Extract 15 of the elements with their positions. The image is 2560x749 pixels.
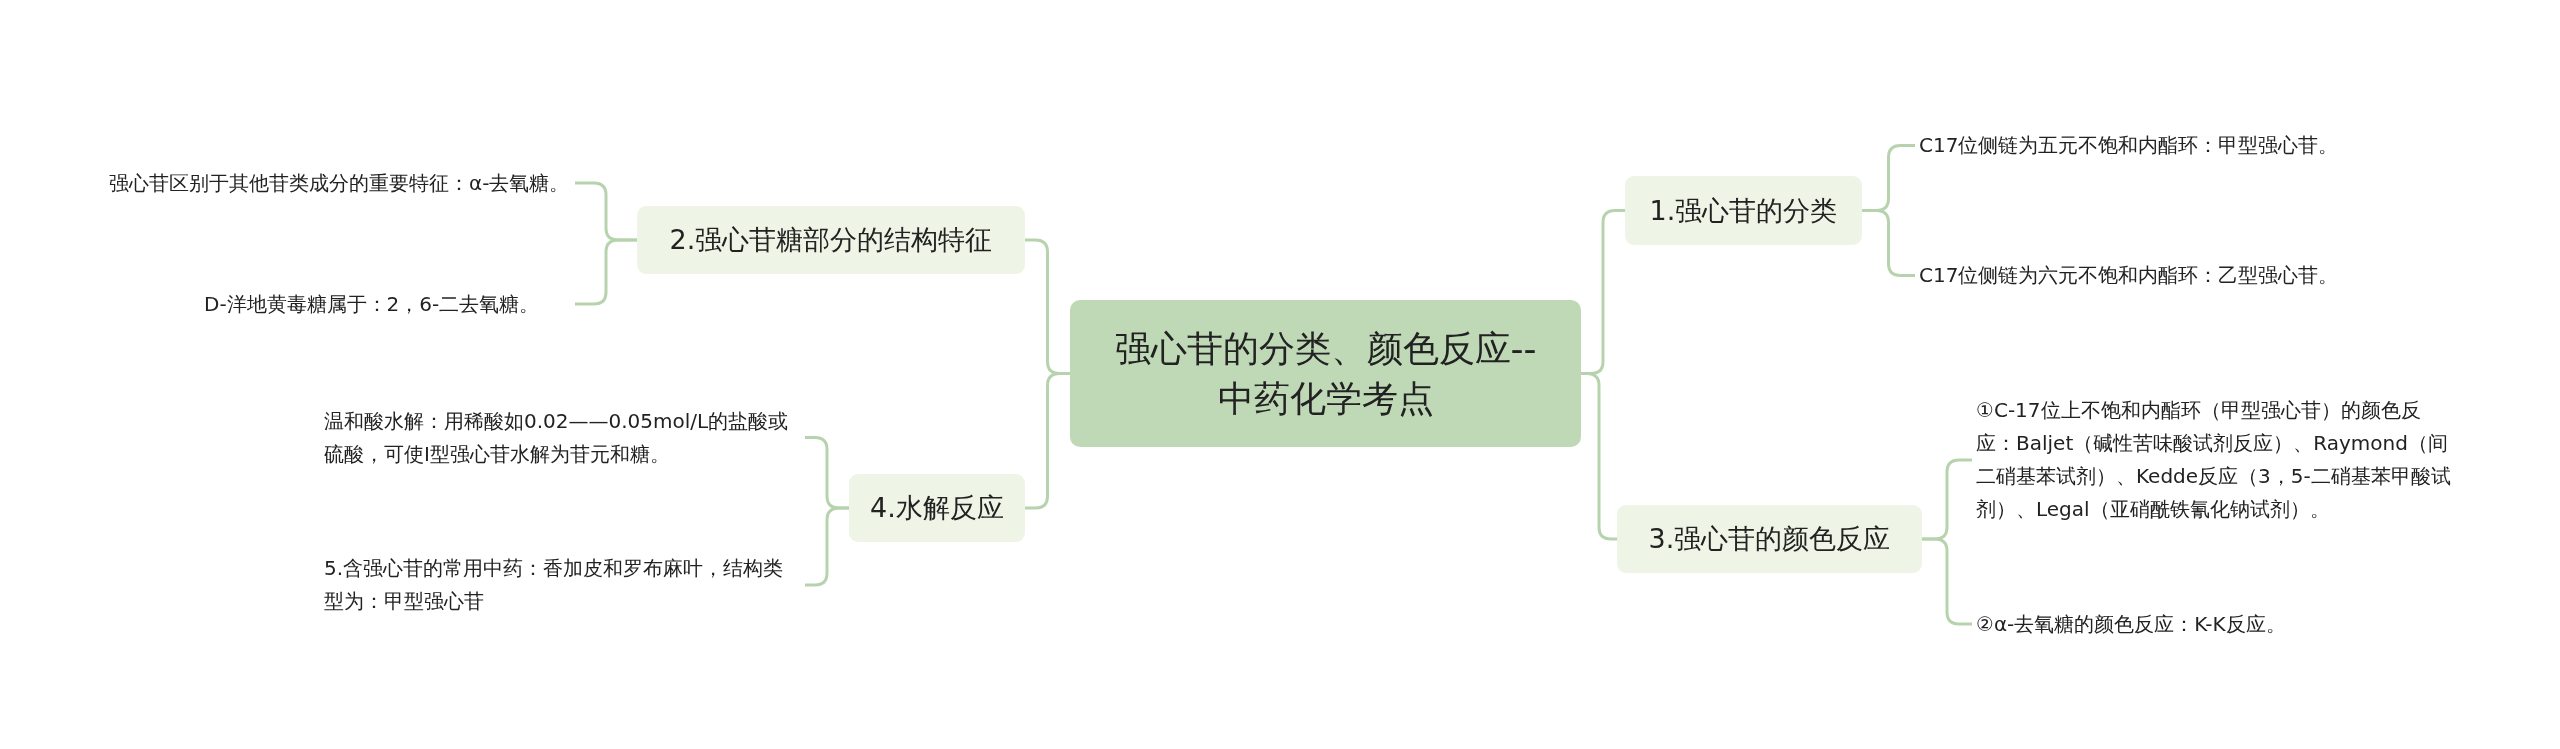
note-text: 温和酸水解：用稀酸如0.02——0.05mol/L的盐酸或硫酸，可使Ⅰ型强心苷水解为苷元和糖。 [324,407,790,468]
topic-box: 3.强心苷的颜色反应 [1617,505,1922,573]
central-topic-box: 强心苷的分类、颜色反应--中药化学考点 [1070,300,1581,447]
note-text: ②α-去氧糖的颜色反应：K-K反应。 [1976,610,2286,638]
connector-line [1025,372,1070,510]
topic-box: 1.强心苷的分类 [1625,176,1862,245]
topic-box: 2.强心苷糖部分的结构特征 [637,206,1025,274]
note-text: C17位侧链为六元不饱和内酯环：乙型强心苷。 [1919,262,2339,289]
note-text: 强心苷区别于其他苷类成分的重要特征：α-去氧糖。 [109,169,570,197]
note-text: ①C-17位上不饱和内酯环（甲型强心苷）的颜色反应：Baljet（碱性苦味酸试剂反应）、Raymond（间二硝基苯试剂）、Kedde反应（3，5-二硝基苯甲酸试剂）、Legal（亚硝酰铁氰化钠试剂）。 [1976,397,2452,523]
note-text: 5.含强心苷的常用中药：香加皮和罗布麻叶，结构类型为：甲型强心苷 [324,555,785,615]
connector-line [1581,372,1617,541]
note-text: D-洋地黄毒糖属于：2，6-二去氧糖。 [204,290,540,318]
topic-box: 4.水解反应 [849,474,1025,542]
note-text: C17位侧链为五元不饱和内酯环：甲型强心苷。 [1919,132,2339,159]
